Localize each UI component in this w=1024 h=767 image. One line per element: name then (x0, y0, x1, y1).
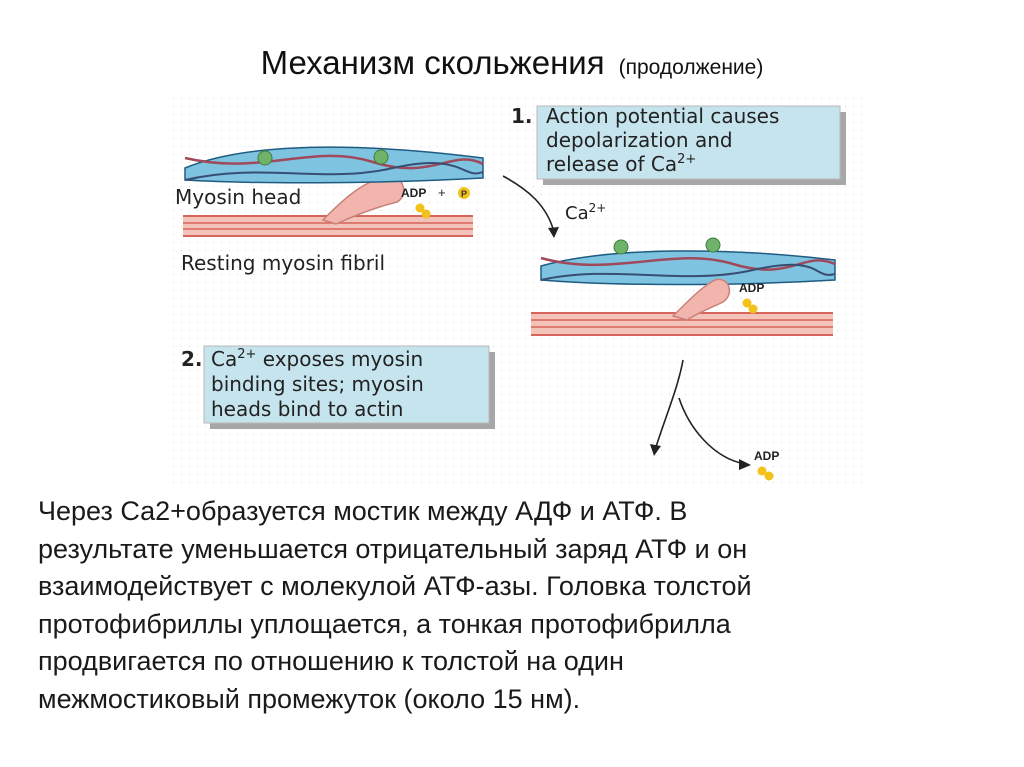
adp-icon (748, 304, 758, 314)
step2-number: 2. (181, 347, 203, 371)
arrow-down (654, 359, 684, 451)
adp-icon (764, 471, 774, 481)
step2-line1-sup: 2+ (237, 347, 256, 362)
resting-fibril-label: Resting myosin fibril (181, 251, 385, 275)
troponin-icon (613, 239, 629, 255)
myosin-head-bound (671, 278, 731, 321)
adp-label-bound: ADP (739, 281, 764, 295)
adp-icon (421, 209, 431, 219)
title-subtitle: (продолжение) (618, 56, 764, 79)
arrow-head-icon (739, 459, 751, 470)
ca-sup: 2+ (589, 201, 607, 215)
step1-line1: Action potential causes (546, 104, 779, 128)
troponin-icon (257, 150, 273, 166)
step2-line1-post: exposes myosin (256, 347, 423, 371)
adp-label-released: ADP (754, 449, 779, 463)
adp-icon (415, 203, 425, 213)
resting-myosin-fibril (183, 215, 473, 237)
step1-line3-sup: 2+ (677, 152, 696, 167)
caption-line: взаимодействует с молекулой АТФ-азы. Гол… (38, 571, 752, 601)
troponin-icon (373, 149, 389, 165)
arrow-head-icon (650, 444, 661, 456)
caption-line: протофибриллы уплощается, а тонкая прото… (38, 608, 731, 639)
caption-line: продвигается по отношению к толстой на о… (38, 646, 624, 676)
adp-icon (742, 298, 752, 308)
myosin-head-label: Myosin head (175, 185, 301, 209)
step2-line3: heads bind to actin (211, 397, 403, 421)
step1-box (536, 105, 846, 185)
title-main: Механизм скольжения (260, 44, 605, 81)
slide-title: Механизм скольжения (продолжение) (0, 44, 1024, 82)
step1-number: 1. (511, 104, 533, 128)
step2-line1-pre: Ca (211, 347, 237, 371)
ca-label: Ca (565, 203, 589, 224)
sliding-mechanism-figure: 1. Action potential causes depolarizatio… (173, 98, 863, 484)
step1-line3: release of Ca (546, 152, 677, 176)
arrow-head-icon (548, 227, 559, 238)
step1-line2: depolarization and (546, 128, 733, 152)
myosin-head-resting (321, 175, 405, 225)
myosin-fibril-bound (531, 312, 833, 336)
step2-line2: binding sites; myosin (211, 372, 424, 396)
svg-text:release of Ca2+: release of Ca2+ (546, 152, 696, 176)
svg-text:Ca2+: Ca2+ (565, 201, 606, 224)
adp-label-resting: ADP (401, 186, 426, 200)
explanation-text: Через Са2+образуется мостик между АДФ и … (38, 493, 998, 718)
phosphate-label: P (461, 189, 467, 199)
plus-label: + (438, 185, 446, 200)
svg-text:Ca2+ exposes myosin: Ca2+ exposes myosin (211, 347, 423, 371)
phosphate-icon (458, 187, 470, 199)
caption-line: Через Са2+образуется мостик между АДФ и … (38, 496, 688, 526)
arrow-ca-release (502, 175, 555, 233)
caption-line: результате уменьшается отрицательный зар… (38, 533, 748, 564)
arrow-adp-release (678, 397, 746, 465)
adp-icon (757, 466, 767, 476)
figure-svg: 1. Action potential causes depolarizatio… (173, 98, 863, 484)
troponin-icon (705, 237, 721, 253)
actin-filament-bound (540, 250, 836, 286)
step2-box (203, 345, 495, 429)
caption-line: межмостиковый промежуток (около 15 нм). (38, 683, 581, 714)
